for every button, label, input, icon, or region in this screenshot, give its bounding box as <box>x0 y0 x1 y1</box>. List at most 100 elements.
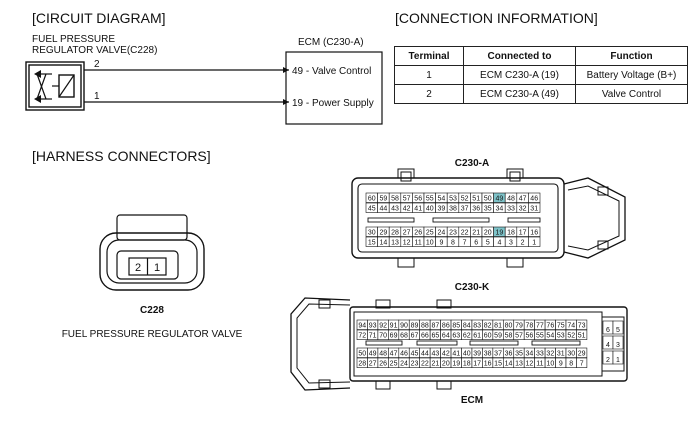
pin-cell <box>576 319 588 330</box>
header-connected-to: Connected to <box>463 46 576 66</box>
ecm-box-title: ECM (C230-A) <box>298 37 364 48</box>
pin-number: 47 <box>519 196 527 203</box>
pin-number: 46 <box>400 351 408 358</box>
pin-number: 45 <box>411 351 419 358</box>
pin-number: 3 <box>616 342 620 349</box>
pin-number: 44 <box>421 351 429 358</box>
ecm-label: ECM <box>461 395 483 406</box>
c228-pin-2: 2 <box>135 262 141 274</box>
pin-number: 89 <box>411 323 419 330</box>
pin-number: 60 <box>484 333 492 340</box>
pin-number: 21 <box>431 361 439 368</box>
pin-number: 25 <box>390 361 398 368</box>
pin-number: 8 <box>451 240 455 247</box>
pin-number: 59 <box>494 333 502 340</box>
pin-number: 2 <box>521 240 525 247</box>
function-cell: Battery Voltage (B+) <box>575 65 688 85</box>
pin-number: 5 <box>486 240 490 247</box>
pin-number: 22 <box>461 230 469 237</box>
pin-number: 21 <box>472 230 480 237</box>
pin-number: 26 <box>414 230 422 237</box>
pin-cell <box>528 236 541 247</box>
pin-number: 60 <box>368 196 376 203</box>
pin-number: 19 <box>452 361 460 368</box>
pin-number: 57 <box>403 196 411 203</box>
pin-number: 39 <box>473 351 481 358</box>
function-cell: Valve Control <box>575 84 688 104</box>
pin-number: 15 <box>368 240 376 247</box>
pin-number: 58 <box>505 333 513 340</box>
pin-number: 7 <box>580 361 584 368</box>
pin-number: 28 <box>358 361 366 368</box>
pin-number: 29 <box>380 230 388 237</box>
pin-number: 20 <box>484 230 492 237</box>
c230a-connector-body <box>351 168 626 268</box>
header-terminal: Terminal <box>394 46 464 66</box>
pin-number: 65 <box>431 333 439 340</box>
connected-to-cell: ECM C230-A (49) <box>463 84 576 104</box>
pin-number: 9 <box>559 361 563 368</box>
pin-number: 13 <box>515 361 523 368</box>
c228-connector <box>99 214 205 291</box>
pin-number: 67 <box>411 333 419 340</box>
connected-to-cell: ECM C230-A (19) <box>463 65 576 85</box>
pin-number: 90 <box>400 323 408 330</box>
pin-number: 80 <box>505 323 513 330</box>
pin-number: 38 <box>449 206 457 213</box>
pin-number: 28 <box>391 230 399 237</box>
pin-number: 55 <box>536 333 544 340</box>
pin-number: 16 <box>530 230 538 237</box>
pin-number: 50 <box>484 196 492 203</box>
pin-number: 20 <box>442 361 450 368</box>
pin-number: 13 <box>391 240 399 247</box>
terminal-cell: 1 <box>394 65 464 85</box>
pin-number: 14 <box>505 361 513 368</box>
connection-info-heading: [CONNECTION INFORMATION] <box>395 10 598 26</box>
pin-number: 83 <box>473 323 481 330</box>
pin-number: 86 <box>442 323 450 330</box>
pin-number: 58 <box>391 196 399 203</box>
pin-number: 53 <box>557 333 565 340</box>
circuit-diagram-heading: [CIRCUIT DIAGRAM] <box>32 10 166 26</box>
c230k-connector-body <box>290 297 628 391</box>
pin-number: 4 <box>606 342 610 349</box>
connection-table-header: Terminal Connected to Function <box>394 46 688 66</box>
pin-number: 26 <box>379 361 387 368</box>
pin-number: 38 <box>484 351 492 358</box>
pin-number: 56 <box>414 196 422 203</box>
connection-table: Terminal Connected to Function 1 ECM C23… <box>394 46 688 104</box>
pin-number: 12 <box>526 361 534 368</box>
pin-number: 93 <box>369 323 377 330</box>
c228-name: C228 <box>140 305 164 316</box>
pin-number: 63 <box>452 333 460 340</box>
pin-number: 84 <box>463 323 471 330</box>
pin-number: 29 <box>578 351 586 358</box>
c230k-name: C230-K <box>455 282 490 293</box>
pin-number: 34 <box>526 351 534 358</box>
pin-number: 34 <box>496 206 504 213</box>
pin-number: 68 <box>400 333 408 340</box>
component-name-line2: REGULATOR VALVE(C228) <box>32 45 157 56</box>
pin-number: 70 <box>379 333 387 340</box>
pin-number: 64 <box>442 333 450 340</box>
pin-number: 14 <box>380 240 388 247</box>
pin-number: 22 <box>421 361 429 368</box>
pin-number: 12 <box>403 240 411 247</box>
pin-number: 88 <box>421 323 429 330</box>
pin-number: 50 <box>358 351 366 358</box>
pin-number: 55 <box>426 196 434 203</box>
pin-number: 17 <box>473 361 481 368</box>
pin-number: 77 <box>536 323 544 330</box>
pin-number: 49 <box>496 196 504 203</box>
c228-description: FUEL PRESSURE REGULATOR VALVE <box>62 329 243 340</box>
pin-number: 32 <box>519 206 527 213</box>
pin-number: 52 <box>567 333 575 340</box>
pin-number: 94 <box>358 323 366 330</box>
pin-number: 79 <box>515 323 523 330</box>
pin-number: 24 <box>438 230 446 237</box>
pin-number: 71 <box>369 333 377 340</box>
